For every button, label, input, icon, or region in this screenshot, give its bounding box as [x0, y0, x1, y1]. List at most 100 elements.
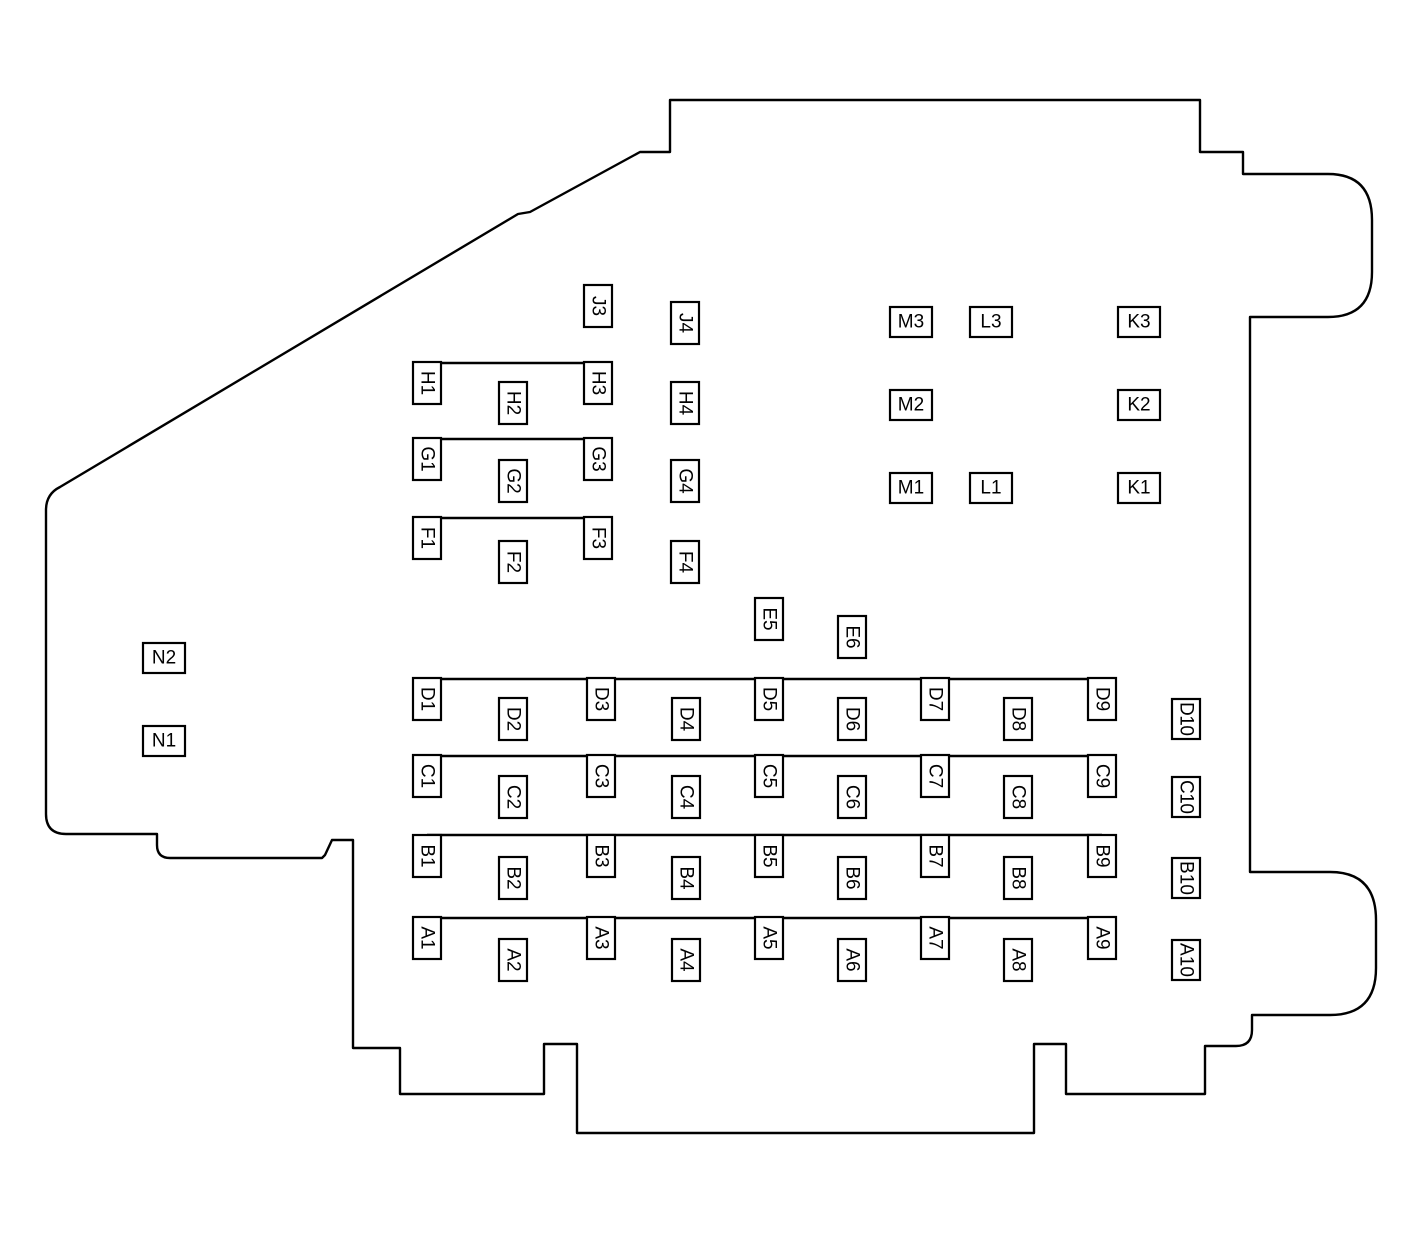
connector-k3: K3 — [1116, 305, 1162, 339]
connector-box — [1086, 676, 1118, 722]
connector-label: E5 — [759, 607, 780, 630]
connector-label: D5 — [759, 687, 780, 711]
connector-h4: H4 — [669, 380, 701, 426]
connector-label: B5 — [759, 844, 780, 867]
connector-n2: N2 — [141, 641, 187, 675]
connector-box — [497, 539, 529, 585]
connector-g1: G1 — [411, 436, 443, 482]
connector-c8: C8 — [1002, 774, 1034, 820]
connector-box — [585, 676, 617, 722]
connector-label: A3 — [591, 926, 612, 949]
connector-box — [497, 774, 529, 820]
connector-box — [1002, 937, 1034, 983]
connector-box — [836, 937, 868, 983]
connector-box — [585, 915, 617, 961]
connector-c4: C4 — [670, 774, 702, 820]
connector-c1: C1 — [411, 753, 443, 799]
connector-label: C7 — [925, 764, 946, 788]
connector-e5: E5 — [753, 596, 785, 642]
connector-label: A5 — [759, 926, 780, 949]
connector-b2: B2 — [497, 855, 529, 901]
connector-box — [888, 388, 934, 422]
connector-label: D10 — [1176, 702, 1197, 736]
connector-label: J4 — [675, 313, 696, 334]
connector-label: B8 — [1008, 866, 1029, 889]
connector-label: C8 — [1008, 785, 1029, 809]
connector-box — [497, 380, 529, 426]
connector-a3: A3 — [585, 915, 617, 961]
connector-n1: N1 — [141, 724, 187, 758]
connector-box — [1170, 938, 1202, 982]
connector-label: B9 — [1092, 844, 1113, 867]
connector-box — [753, 833, 785, 879]
connector-label: D1 — [417, 687, 438, 711]
connector-box — [582, 360, 614, 406]
connector-box — [497, 855, 529, 901]
connector-box — [753, 753, 785, 799]
connector-box — [582, 283, 614, 329]
connector-l3: L3 — [968, 305, 1014, 339]
connector-label: G2 — [503, 468, 524, 493]
connector-l1: L1 — [968, 471, 1014, 505]
connector-label: B4 — [676, 866, 697, 890]
connector-box — [753, 676, 785, 722]
connector-box — [1002, 855, 1034, 901]
connector-label: L3 — [980, 312, 1001, 333]
connector-box — [670, 696, 702, 742]
connector-label: G1 — [417, 446, 438, 471]
connector-d5: D5 — [753, 676, 785, 722]
connector-box — [411, 753, 443, 799]
connector-box — [888, 305, 934, 339]
connector-c6: C6 — [836, 774, 868, 820]
connector-j4: J4 — [669, 300, 701, 346]
connector-b6: B6 — [836, 855, 868, 901]
connector-label: B10 — [1176, 861, 1197, 895]
connector-box — [888, 471, 934, 505]
connector-a5: A5 — [753, 915, 785, 961]
connector-label: A8 — [1008, 948, 1029, 971]
connector-d2: D2 — [497, 696, 529, 742]
connector-label: C4 — [676, 785, 697, 810]
connector-f1: F1 — [411, 515, 443, 561]
connector-label: D7 — [925, 687, 946, 711]
connector-box — [582, 436, 614, 482]
connector-label: C10 — [1176, 780, 1197, 814]
connector-label: G4 — [675, 468, 696, 494]
connector-a9: A9 — [1086, 915, 1118, 961]
connector-label: C1 — [417, 764, 438, 788]
connector-box — [669, 300, 701, 346]
connector-box — [753, 596, 785, 642]
connector-box — [141, 641, 187, 675]
connector-label: B3 — [591, 844, 612, 867]
connector-label: N2 — [152, 648, 176, 669]
connector-label: H4 — [675, 391, 696, 416]
connector-label: D3 — [591, 687, 612, 711]
connector-box — [411, 833, 443, 879]
connector-h2: H2 — [497, 380, 529, 426]
connector-box — [836, 774, 868, 820]
connector-d10: D10 — [1170, 697, 1202, 741]
connector-box — [1116, 305, 1162, 339]
connector-box — [670, 855, 702, 901]
connector-label: C3 — [591, 764, 612, 788]
connector-label: F2 — [503, 551, 524, 573]
connector-box — [497, 937, 529, 983]
connector-f2: F2 — [497, 539, 529, 585]
connector-box — [670, 937, 702, 983]
connector-label: C9 — [1092, 764, 1113, 788]
connector-box — [1116, 471, 1162, 505]
connector-d9: D9 — [1086, 676, 1118, 722]
connector-box — [968, 305, 1014, 339]
connector-label: C2 — [503, 785, 524, 809]
connector-label: A9 — [1092, 926, 1113, 949]
connector-label: A7 — [925, 926, 946, 949]
connector-label: K2 — [1127, 395, 1150, 416]
connector-k2: K2 — [1116, 388, 1162, 422]
connector-box — [836, 855, 868, 901]
connector-m1: M1 — [888, 471, 934, 505]
connector-label: H2 — [503, 391, 524, 415]
connector-box — [582, 515, 614, 561]
connector-box — [919, 753, 951, 799]
connector-label: J3 — [588, 296, 609, 316]
